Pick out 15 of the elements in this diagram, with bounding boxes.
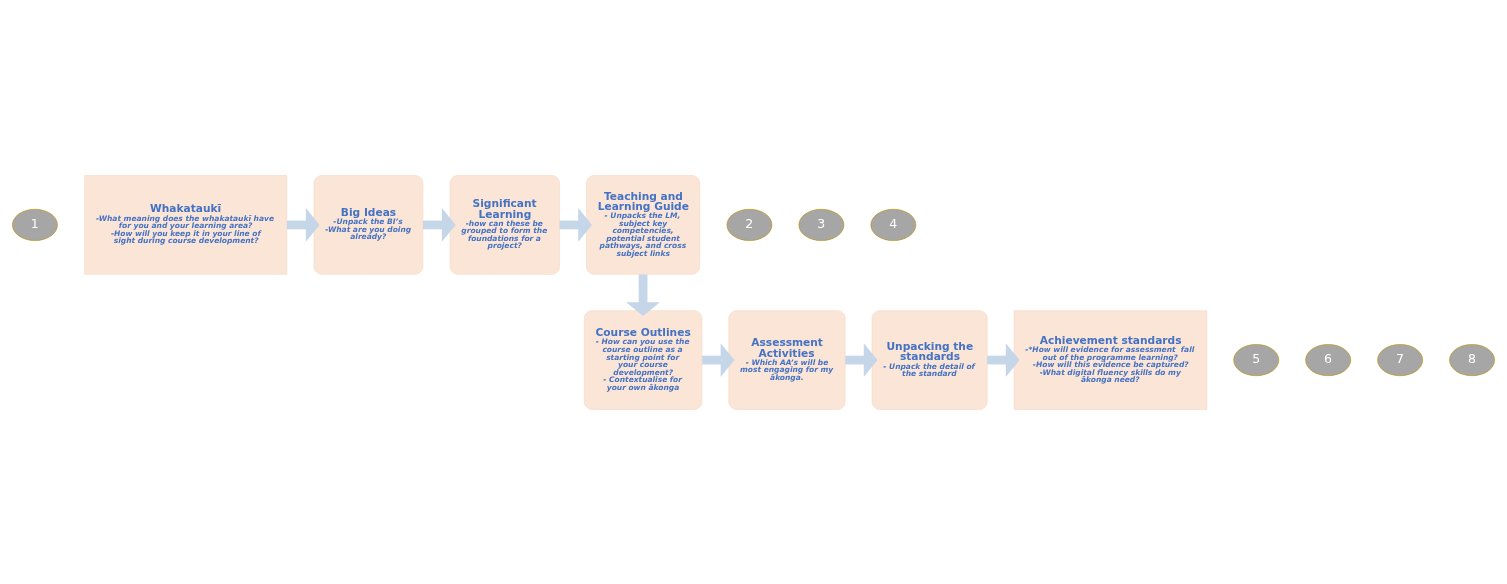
arrow: [845, 342, 878, 377]
node-ellipse: 2: [726, 208, 773, 241]
node-ellipse: 8: [1449, 343, 1495, 376]
node-ellipse: 3: [798, 208, 845, 241]
arrow: [559, 207, 592, 242]
arrow: [702, 342, 735, 377]
arrow: [286, 207, 320, 242]
node-ellipse: 7: [1377, 343, 1423, 376]
arrow: [626, 273, 660, 316]
arrow: [423, 207, 456, 242]
arrow: [987, 342, 1020, 377]
node-ellipse: 4: [870, 208, 917, 241]
node-ellipse: 6: [1305, 343, 1351, 376]
node-ellipse: 1: [12, 208, 58, 241]
node-ellipse: 5: [1233, 343, 1280, 376]
